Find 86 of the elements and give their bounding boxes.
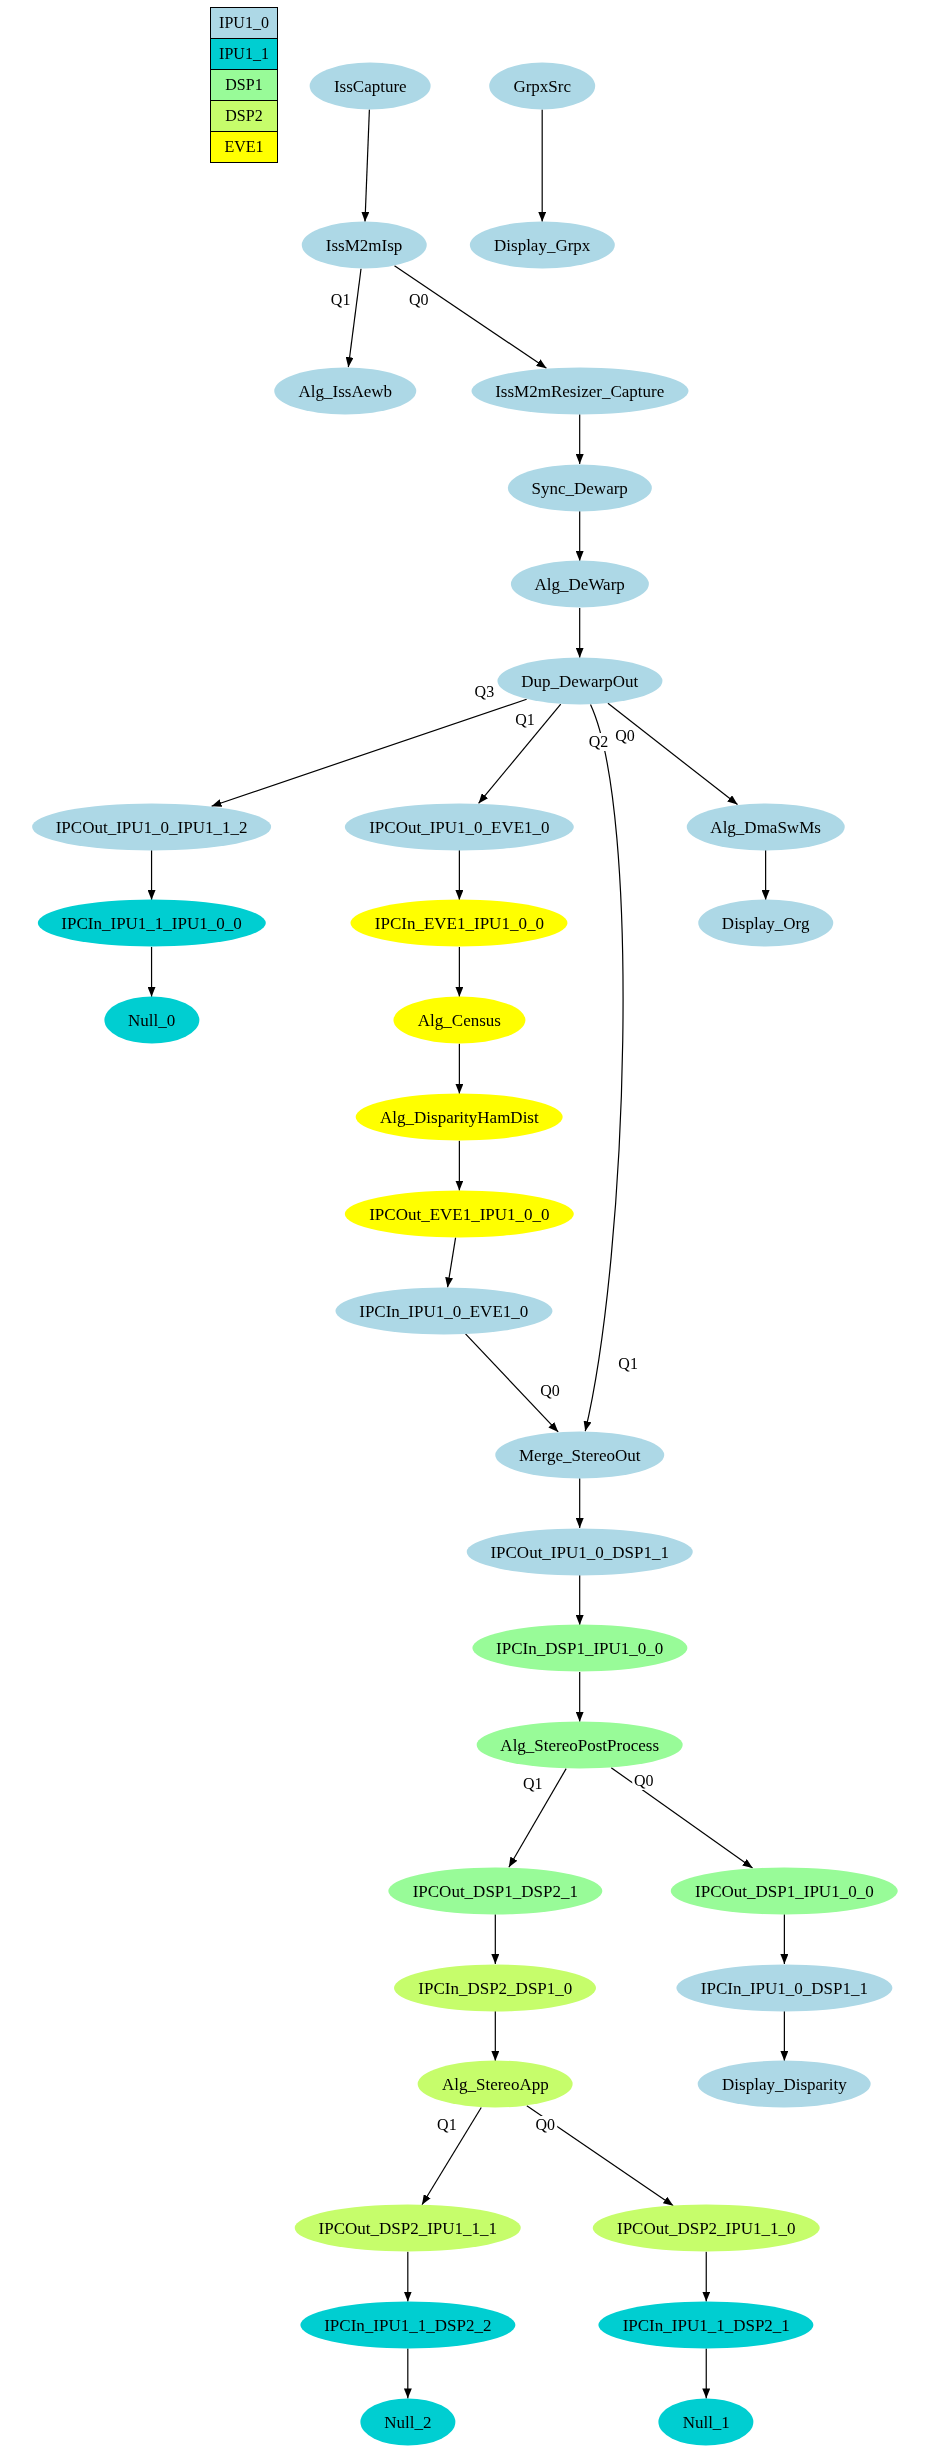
arrow xyxy=(538,108,547,223)
edge-label: Q1 xyxy=(328,291,353,309)
arrow xyxy=(345,268,362,368)
arrow xyxy=(780,1913,789,1965)
arrow xyxy=(147,849,156,901)
process-ellipse: Alg_DmaSwMs xyxy=(686,803,845,851)
arrow xyxy=(508,1768,567,1868)
arrow xyxy=(445,1236,457,1289)
edge-label: Q2 xyxy=(586,733,611,752)
arrow xyxy=(491,2010,500,2062)
arrow xyxy=(575,607,584,659)
arrow xyxy=(761,849,770,901)
edge-label: Q3 xyxy=(472,683,497,702)
process-ellipse: IPCIn_IPU1_0_EVE1_0 xyxy=(335,1287,553,1335)
process-ellipse: GrpxSrc xyxy=(489,62,595,110)
arrow xyxy=(361,108,370,223)
edge-label: Q1 xyxy=(435,2116,459,2134)
arrow xyxy=(780,2010,789,2062)
legend-entry: EVE1 xyxy=(210,131,278,163)
arrow xyxy=(583,703,624,1432)
arrow xyxy=(610,1767,754,1869)
process-ellipse: Alg_IssAewb xyxy=(274,367,417,415)
process-ellipse: Merge_StereoOut xyxy=(494,1431,665,1479)
arrow xyxy=(702,2251,711,2303)
arrow xyxy=(455,849,464,901)
process-ellipse: IssM2mIsp xyxy=(301,221,427,269)
process-ellipse: Null_2 xyxy=(360,2398,456,2446)
arrow xyxy=(393,265,548,369)
arrow xyxy=(607,702,739,806)
arrow xyxy=(575,1574,584,1626)
process-ellipse: Display_Disparity xyxy=(698,2060,871,2108)
process-ellipse: IPCIn_EVE1_IPU1_0_0 xyxy=(350,899,568,947)
arrow xyxy=(210,698,528,807)
process-ellipse: IPCOut_DSP1_IPU1_0_0 xyxy=(671,1867,898,1915)
legend-entry: IPU1_1 xyxy=(210,38,278,70)
process-ellipse: Sync_Dewarp xyxy=(507,464,652,511)
legend-entry: IPU1_0 xyxy=(210,7,278,39)
process-ellipse: IPCOut_IPU1_0_EVE1_0 xyxy=(345,803,574,851)
arrow xyxy=(491,1913,500,1965)
process-ellipse: Display_Grpx xyxy=(470,221,615,269)
process-ellipse: Dup_DewarpOut xyxy=(497,657,663,705)
arrow xyxy=(403,2251,412,2303)
process-ellipse: IPCOut_EVE1_IPU1_0_0 xyxy=(345,1190,574,1238)
edge-label: Q0 xyxy=(406,291,431,309)
arrow xyxy=(477,703,562,804)
process-ellipse: Alg_Census xyxy=(393,996,525,1044)
process-ellipse: Null_0 xyxy=(103,996,200,1044)
edge-label: Q1 xyxy=(513,711,537,730)
process-ellipse: IPCOut_DSP2_IPU1_1_1 xyxy=(294,2204,522,2252)
process-ellipse: Null_1 xyxy=(658,2398,754,2446)
process-ellipse: Alg_StereoPostProcess xyxy=(476,1721,683,1769)
edge-label: Q0 xyxy=(631,1772,656,1791)
arrow xyxy=(575,413,584,465)
process-ellipse: IPCOut_DSP1_DSP2_1 xyxy=(388,1867,602,1915)
arrow xyxy=(147,946,156,998)
legend-entry: DSP2 xyxy=(210,100,278,132)
process-ellipse: IssM2mResizer_Capture xyxy=(471,367,689,415)
arrow xyxy=(575,510,584,562)
edge-label: Q1 xyxy=(521,1775,545,1794)
arrow xyxy=(575,1477,584,1529)
legend-entry: DSP1 xyxy=(210,69,278,101)
process-ellipse: IPCIn_IPU1_1_IPU1_0_0 xyxy=(37,899,266,947)
process-ellipse: Display_Org xyxy=(697,899,834,947)
process-ellipse: Alg_DeWarp xyxy=(510,560,649,608)
process-ellipse: IPCIn_IPU1_1_DSP2_2 xyxy=(300,2301,516,2349)
arrow xyxy=(464,1333,559,1433)
process-ellipse: IssCapture xyxy=(309,62,431,110)
process-ellipse: Alg_DisparityHamDist xyxy=(356,1093,563,1141)
arrow xyxy=(575,1671,584,1723)
arrow xyxy=(421,2106,482,2206)
process-ellipse: IPCIn_DSP2_DSP1_0 xyxy=(394,1964,597,2011)
arrow xyxy=(526,2105,674,2207)
edge-label: Q0 xyxy=(533,2116,558,2134)
process-ellipse: Alg_StereoApp xyxy=(417,2060,573,2108)
arrow xyxy=(403,2347,412,2399)
arrow xyxy=(702,2347,711,2399)
arrow xyxy=(455,1140,464,1192)
queue-label: Q1 xyxy=(616,1355,640,1374)
process-ellipse: IPCIn_IPU1_0_DSP1_1 xyxy=(676,1964,892,2011)
arrow xyxy=(455,946,464,998)
process-ellipse: IPCIn_IPU1_1_DSP2_1 xyxy=(598,2301,814,2349)
process-ellipse: IPCIn_DSP1_IPU1_0_0 xyxy=(472,1624,688,1672)
process-ellipse: IPCOut_IPU1_0_IPU1_1_2 xyxy=(31,803,272,851)
process-ellipse: IPCOut_IPU1_0_DSP1_1 xyxy=(466,1528,693,1576)
arrow xyxy=(455,1043,464,1095)
process-ellipse: IPCOut_DSP2_IPU1_1_0 xyxy=(593,2204,820,2252)
